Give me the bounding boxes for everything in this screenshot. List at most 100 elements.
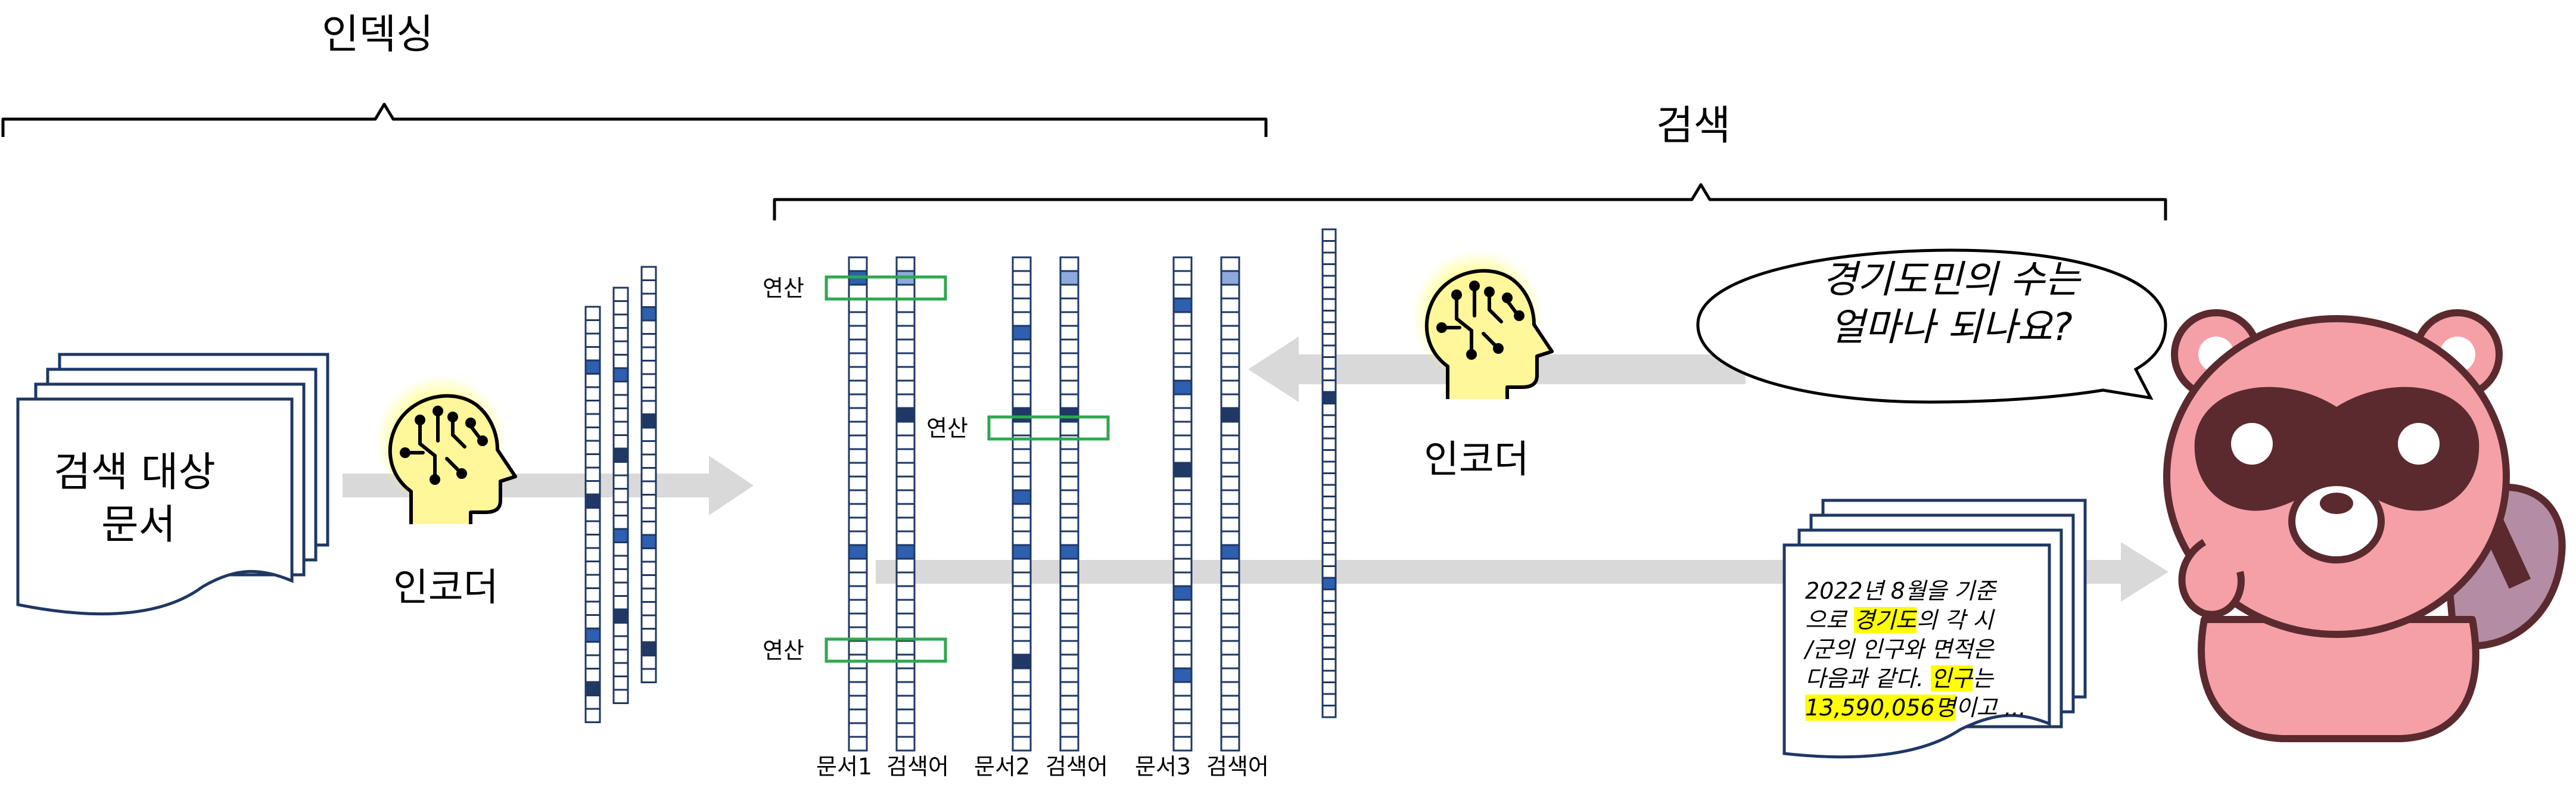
vector-cell [640, 413, 657, 429]
vector-cell [1059, 681, 1079, 697]
vector-cell [1059, 571, 1079, 587]
vector-cell [1321, 600, 1337, 614]
vector-cell [895, 530, 916, 546]
vector-cell [1172, 379, 1193, 396]
vector-cell [1059, 489, 1079, 505]
vector-cell [640, 333, 657, 348]
vector-cell [1012, 653, 1032, 670]
vector-cell [848, 558, 868, 574]
vector-cell [848, 722, 868, 738]
vector-cell [895, 640, 916, 656]
vector-cell [1321, 344, 1337, 358]
vector-cell [1172, 722, 1193, 738]
vector-cell [1172, 571, 1193, 587]
vector-cell [1059, 256, 1079, 272]
vector-cell [640, 494, 657, 509]
speech-bubble-icon [1696, 248, 2167, 404]
vector-cell [848, 612, 868, 628]
vector-cell [895, 599, 916, 615]
vector-cell [584, 708, 601, 723]
vector-cell [848, 503, 868, 519]
vector-cell [584, 587, 601, 603]
vector-cell [1321, 565, 1337, 579]
vector-cell [1012, 434, 1032, 450]
vector-cell [1012, 393, 1032, 409]
vector-cell [1059, 270, 1079, 286]
vector-cell [895, 571, 916, 587]
vector-cell [848, 475, 868, 491]
vector-cell [1321, 321, 1337, 335]
vector-cell [1220, 599, 1240, 615]
vector-cell [1172, 626, 1193, 642]
vector-cell [584, 600, 601, 616]
vector-cell [848, 421, 868, 437]
vector-cell [1220, 325, 1240, 341]
query3-vector [1220, 256, 1240, 752]
vector-cell [1220, 626, 1240, 642]
vector-cell [1321, 263, 1337, 277]
vector-cell [895, 256, 916, 272]
vector-cell [640, 453, 657, 469]
vector-cell [1321, 658, 1337, 672]
doc1-vector [848, 256, 868, 752]
vector-cell [848, 448, 868, 464]
vector-cell [1059, 366, 1079, 382]
vector-cell [612, 421, 629, 436]
vector-cell [1012, 338, 1032, 354]
vector-cell [1220, 640, 1240, 656]
vector-cell [1220, 667, 1240, 683]
vector-cell [1321, 333, 1337, 347]
vector-cell [848, 544, 868, 560]
vector-cell [1172, 311, 1193, 327]
vector-cell [848, 585, 868, 601]
vector-cell [640, 668, 657, 683]
vector-cell [1172, 270, 1193, 286]
vector-cell [848, 571, 868, 587]
vector-cell [1059, 653, 1079, 670]
vector-cell [1059, 379, 1079, 396]
vector-cell [612, 407, 629, 423]
vector-cell [1321, 228, 1337, 242]
doc3-label: 문서3 [1135, 754, 1191, 780]
query3-label: 검색어 [1206, 754, 1269, 780]
vector-cell [1321, 356, 1337, 370]
search-label: 검색 [1656, 102, 1731, 150]
result-line4-post: 는 [1972, 665, 1993, 692]
doc3-vector [1172, 256, 1193, 752]
vector-cell [1220, 530, 1240, 546]
vector-cell [612, 340, 629, 356]
vector-cell [895, 612, 916, 628]
vector-cell [612, 300, 629, 316]
vector-cell [1321, 484, 1337, 497]
vector-group [584, 228, 1337, 752]
vector-cell [584, 493, 601, 509]
query2-label: 검색어 [1046, 754, 1108, 780]
query2-vector [1059, 256, 1079, 752]
op-label-top: 연산 [763, 275, 804, 301]
vector-cell [612, 461, 629, 477]
vector-cell [612, 649, 629, 664]
result-line3: /군의 인구와 면적은 [1805, 636, 1994, 662]
vector-cell [1321, 589, 1337, 602]
query-line2: 얼마나 되나요? [1830, 306, 2073, 350]
vector-cell [584, 627, 601, 643]
vector-cell [1059, 393, 1079, 409]
vector-cell [895, 366, 916, 382]
vector-cell [612, 313, 629, 329]
vector-cell [1172, 544, 1193, 560]
vector-cell [1321, 298, 1337, 312]
vector-cell [1012, 585, 1032, 601]
vector-cell [848, 352, 868, 368]
vector-cell [1172, 516, 1193, 533]
vector-cell [1059, 722, 1079, 738]
vector-cell [848, 516, 868, 533]
vector-cell [1059, 585, 1079, 601]
vector-cell [1012, 626, 1032, 642]
vector-cell [1321, 460, 1337, 474]
vector-cell [895, 708, 916, 724]
vector-cell [640, 440, 657, 456]
vector-cell [584, 480, 601, 496]
doc2-label: 문서2 [974, 754, 1031, 780]
vector-cell [612, 635, 629, 650]
vector-cell [1012, 407, 1032, 423]
